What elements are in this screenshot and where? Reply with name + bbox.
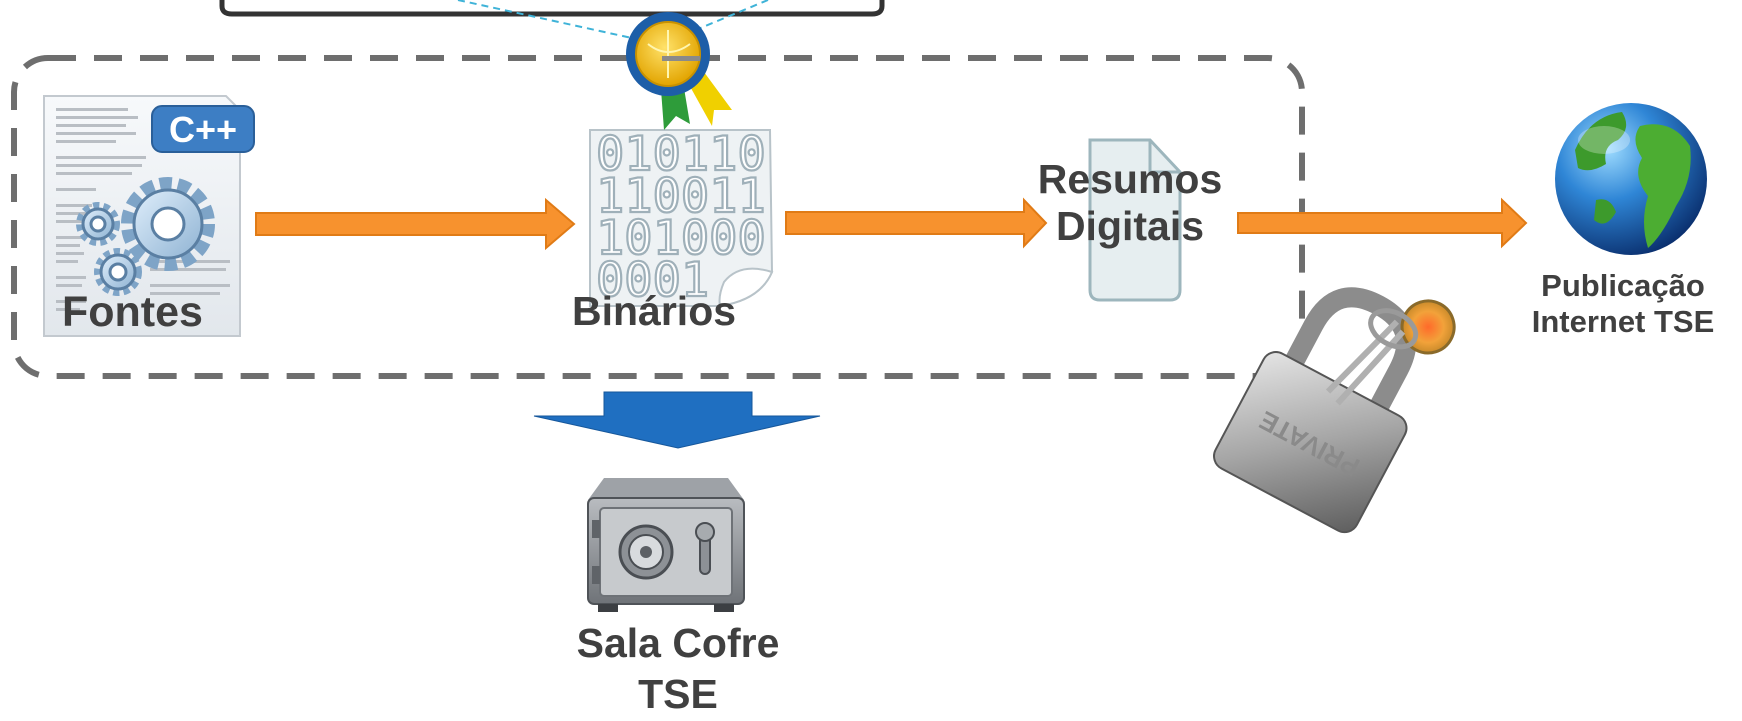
label-binarios: Binários [572,288,737,334]
top-box-edge [219,0,885,17]
cpp-source-file-icon: C++ [43,95,255,337]
cpp-badge-text: C++ [169,109,237,150]
binary-text-line-3: 101000 [596,211,766,266]
flow-arrow-3 [1237,197,1528,249]
globe-icon [1555,103,1707,255]
certificate-seal-icon [626,12,732,130]
binary-text-line-2: 110011 [596,169,766,224]
document-icon [1088,138,1182,302]
label-resumos-line-1: Resumos [1037,156,1223,202]
flow-arrow-2 [785,197,1048,249]
label-resumos-digitais: Resumos Digitais [1030,156,1230,250]
binary-text-line-4: 0001 [596,253,709,308]
down-arrow [533,391,821,449]
label-resumos-line-2: Digitais [1055,203,1205,250]
safe-icon [587,478,745,612]
binary-text-line-1: 010110 [596,127,766,182]
callout-line-left [457,0,651,43]
label-sala-cofre: Sala Cofre TSE [548,618,808,721]
flow-arrow-1 [255,197,576,251]
padlock-icon: PRIVATE [1213,287,1456,534]
label-publicacao-line-1: Publicação [1541,268,1705,303]
binary-file-icon: 010110 110011 101000 0001 [589,126,774,309]
label-cofre-line-1: Sala Cofre [576,620,780,666]
label-cofre-line-2: TSE [638,671,718,718]
label-publicacao-line-2: Internet TSE [1531,303,1715,339]
label-publicacao-internet: Publicação Internet TSE [1508,268,1738,339]
label-fontes: Fontes [62,288,203,336]
